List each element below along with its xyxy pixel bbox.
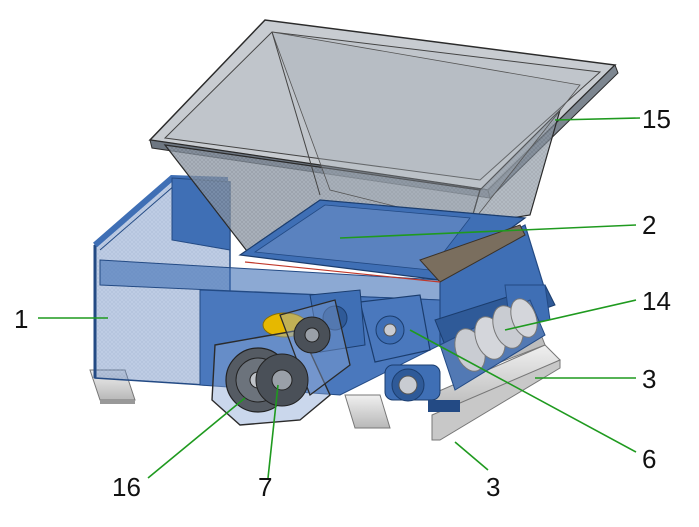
- label-15: 15: [642, 104, 671, 134]
- leader-7: [267, 384, 279, 479]
- label-7: 7: [258, 472, 272, 502]
- label-3-bottom: 3: [486, 472, 500, 502]
- label-3-right: 3: [642, 364, 656, 394]
- callout-labels: 15 2 14 1 3 6 3 16 7: [14, 104, 671, 502]
- leader-16: [147, 397, 246, 479]
- cutter-housing: [211, 299, 351, 426]
- hopper: [148, 19, 619, 256]
- chute: [238, 199, 527, 283]
- motor: [384, 364, 460, 412]
- leader-3b: [454, 441, 489, 471]
- leader-14: [504, 299, 637, 331]
- leader-lines: [38, 117, 641, 479]
- label-6: 6: [642, 444, 656, 474]
- leader-2: [339, 224, 637, 239]
- label-14: 14: [642, 286, 671, 316]
- leader-6: [409, 329, 637, 453]
- label-1: 1: [14, 304, 28, 334]
- label-16: 16: [112, 472, 141, 502]
- label-2: 2: [642, 210, 656, 240]
- leader-15: [554, 117, 641, 121]
